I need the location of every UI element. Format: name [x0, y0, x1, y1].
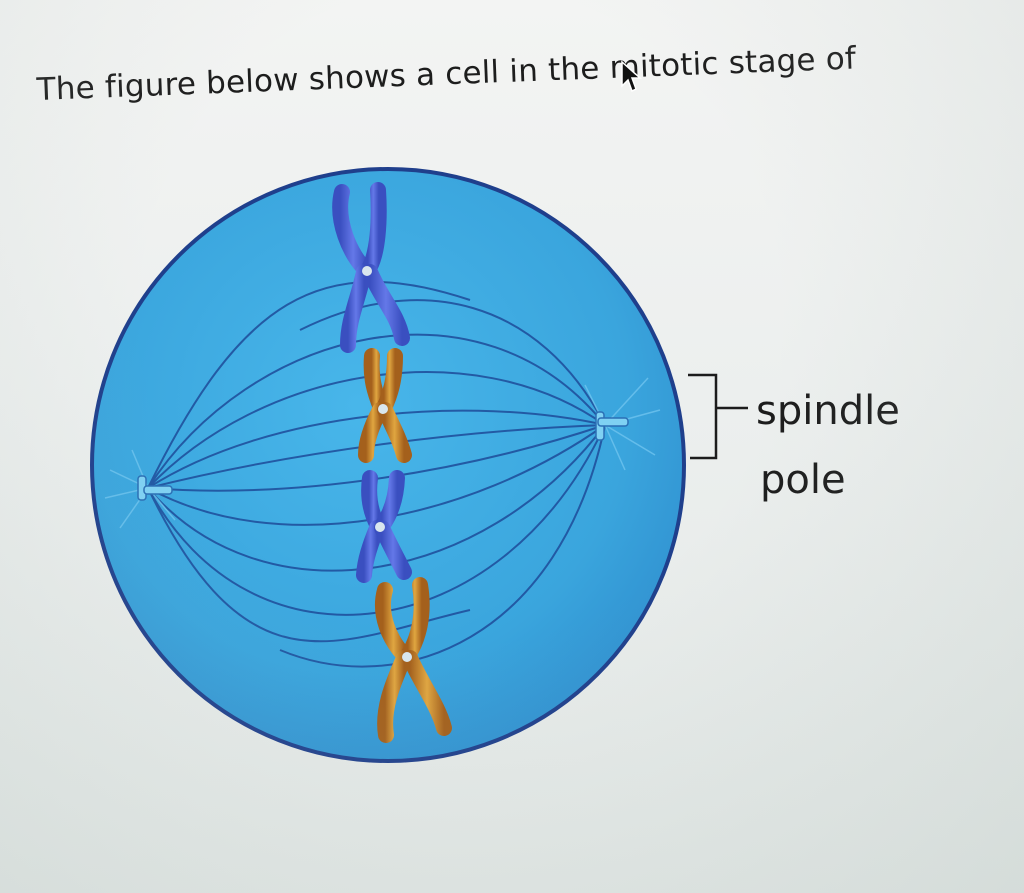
spindle-pole-bracket [688, 373, 748, 460]
chromosome-4 [374, 577, 452, 743]
centromere [402, 652, 412, 662]
chromosome-1 [332, 182, 410, 353]
label-pole: pole [760, 457, 846, 503]
left-spindle-pole [137, 475, 173, 501]
cell [90, 167, 686, 763]
centromere [375, 522, 385, 532]
chromosome-3 [356, 470, 412, 583]
mouse-cursor-icon [621, 60, 642, 93]
centromere [362, 266, 372, 276]
right-spindle-pole [595, 411, 629, 441]
chromosome-2 [358, 348, 412, 463]
label-spindle: spindle [756, 388, 900, 434]
centromere [378, 404, 388, 414]
